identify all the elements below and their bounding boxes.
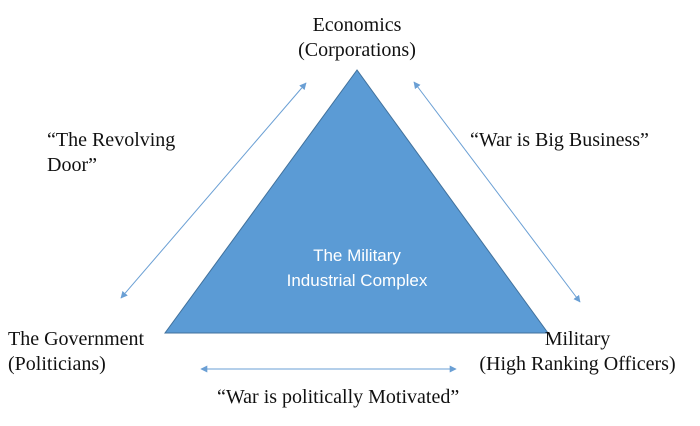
node-military-subtitle: (High Ranking Officers) [479,353,676,375]
left-side-double-arrow [120,82,307,299]
node-government-title: The Government [8,328,145,350]
center-label-line-2: Industrial Complex [286,271,428,290]
edge-label-big-business: “War is Big Business” [470,128,649,153]
node-economics-title: Economics [312,14,402,36]
right-side-double-arrow [413,81,581,303]
node-economics: Economics (Corporations) [257,13,457,63]
node-economics-subtitle: (Corporations) [298,39,416,61]
edge-label-politically-motivated: “War is politically Motivated” [217,385,459,410]
edge-label-revolving-door: “The Revolving Door” [47,128,175,178]
node-military-title: Military [544,328,611,350]
edge-label-big-business-line-1: “War is Big Business” [470,129,649,151]
center-label-line-1: The Military [313,246,401,265]
edge-label-revolving-door-line-2: Door” [47,154,97,176]
center-label: The Military Industrial Complex [257,243,457,293]
node-government: The Government (Politicians) [8,327,144,377]
edge-label-revolving-door-line-1: “The Revolving [47,129,176,151]
central-triangle [164,69,549,334]
edge-label-politically-motivated-line-1: “War is politically Motivated” [217,386,460,408]
node-military: Military (High Ranking Officers) [470,327,685,377]
node-government-subtitle: (Politicians) [8,353,106,375]
